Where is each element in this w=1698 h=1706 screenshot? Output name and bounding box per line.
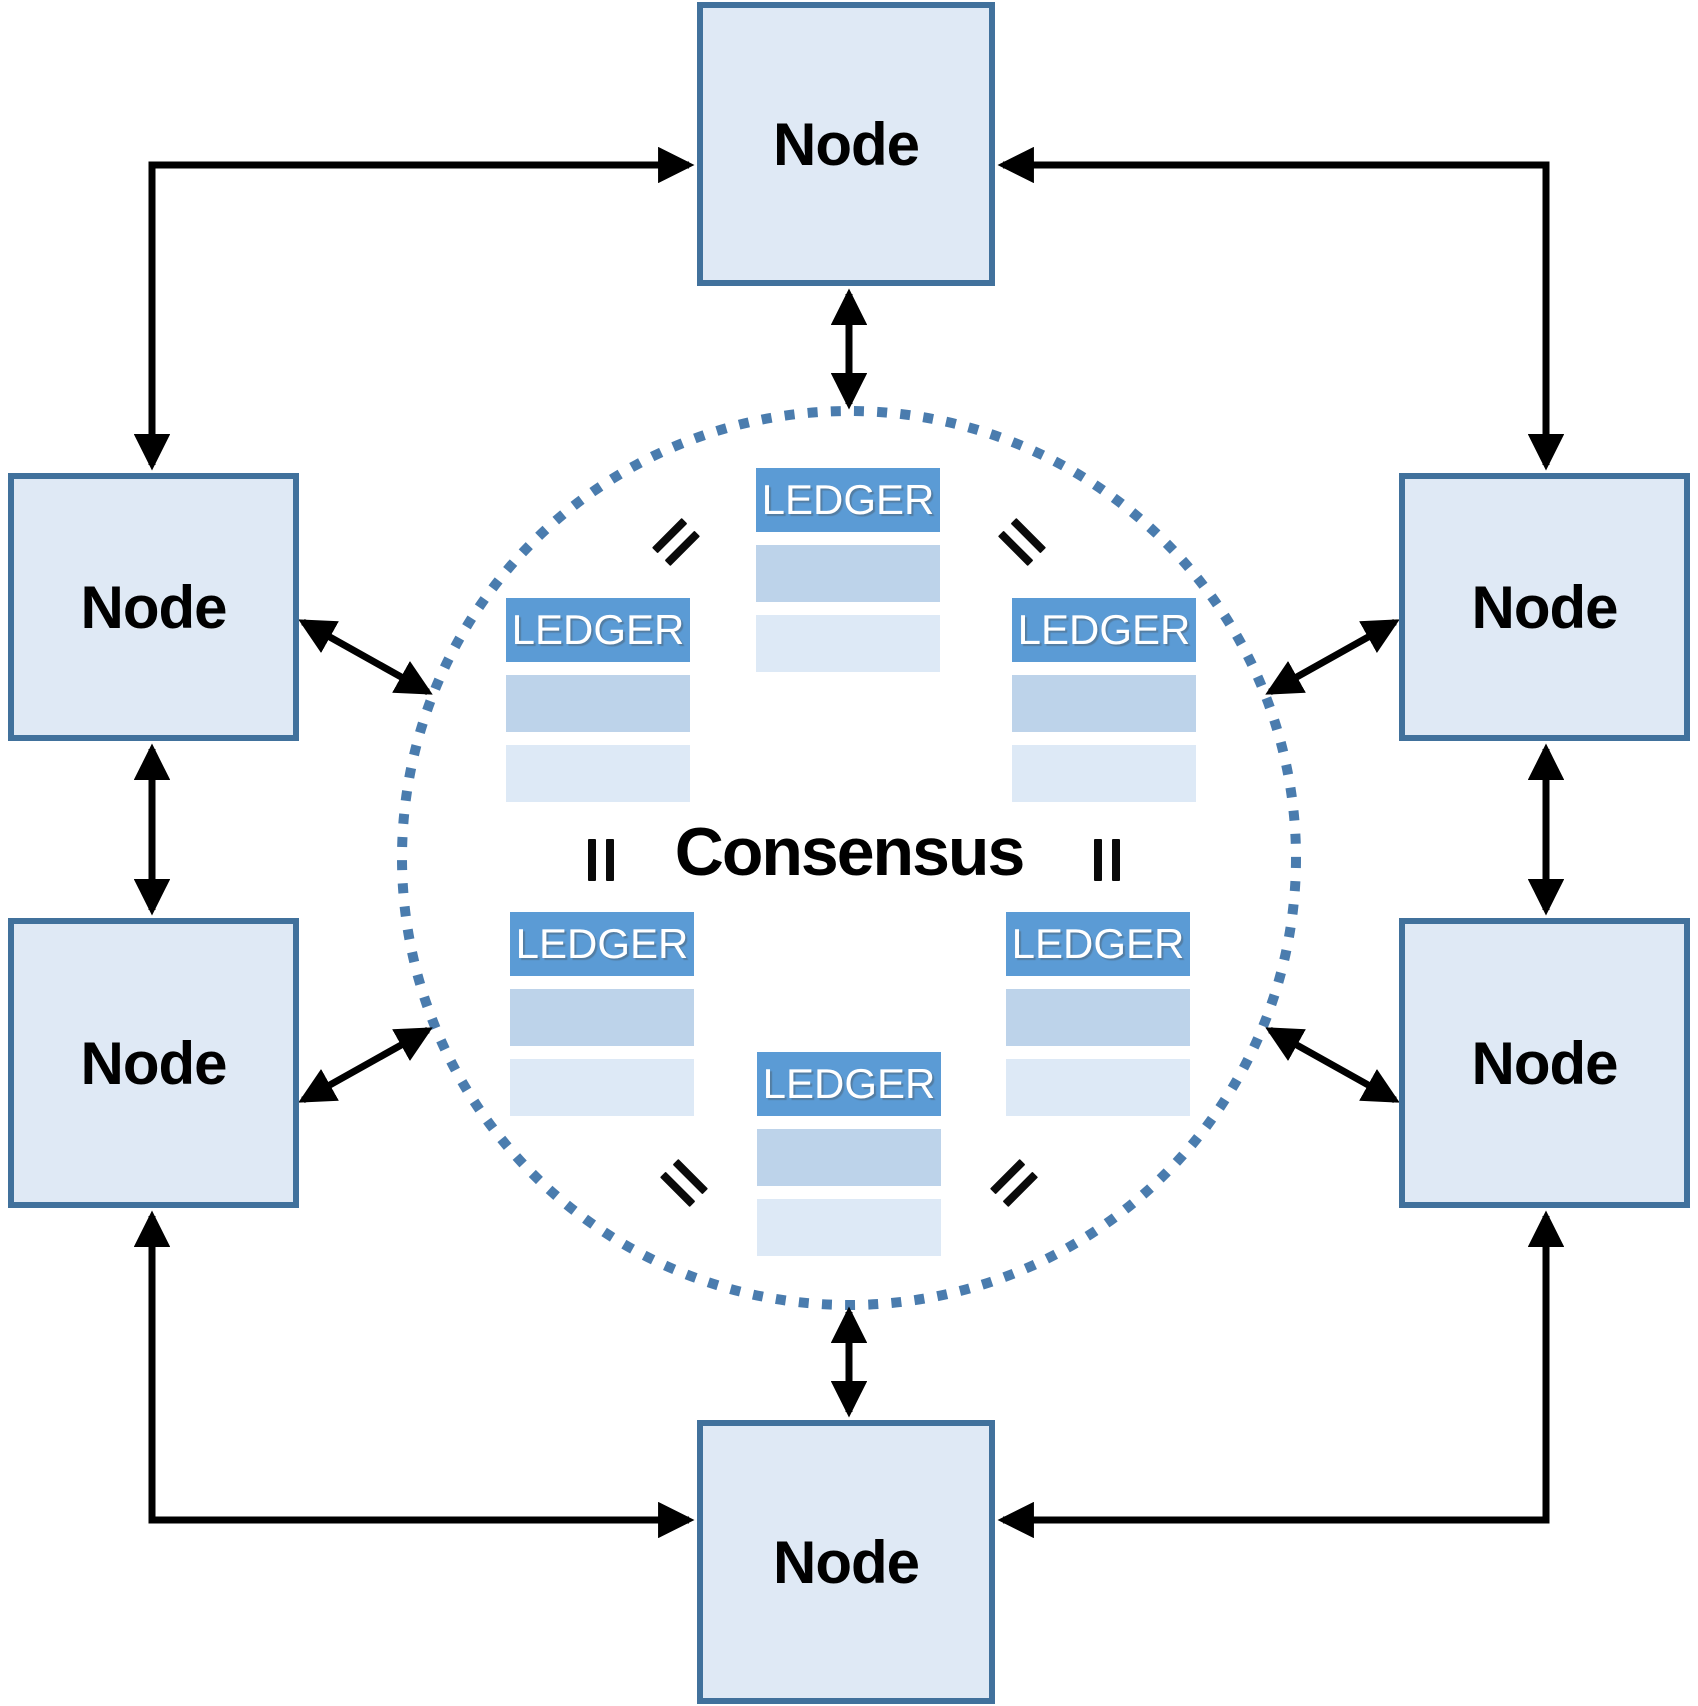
consensus-ring-dotted-circle xyxy=(397,406,1301,1310)
node-box-lower-right: Node xyxy=(1399,918,1690,1208)
ledger-row xyxy=(506,745,690,802)
ledger-header: LEDGER xyxy=(756,468,940,532)
arrow-elbow-top-right xyxy=(997,146,1565,471)
ledger-row xyxy=(1006,989,1190,1046)
ledger-row xyxy=(1006,1059,1190,1116)
arrow-elbow-top-left xyxy=(133,146,695,471)
ledger-row xyxy=(506,675,690,732)
node-box-upper-right: Node xyxy=(1399,473,1690,741)
ledger-row xyxy=(1012,675,1196,732)
ledger-header: LEDGER xyxy=(510,912,694,976)
node-box-lower-left: Node xyxy=(8,918,299,1208)
ledger-lower-right: LEDGER xyxy=(1006,912,1190,1116)
arrow-lower-left-node-to-ring xyxy=(298,1026,433,1104)
ledger-row xyxy=(757,1129,941,1186)
ledger-bottom-center: LEDGER xyxy=(757,1052,941,1256)
ledger-header: LEDGER xyxy=(1012,598,1196,662)
ledger-row xyxy=(757,1199,941,1256)
node-label: Node xyxy=(1471,573,1619,641)
ledger-top-center: LEDGER xyxy=(756,468,940,672)
arrow-elbow-bottom-right xyxy=(997,1210,1565,1539)
ledger-row xyxy=(1012,745,1196,802)
arrow-upper-left-node-to-ring xyxy=(298,618,433,696)
node-label: Node xyxy=(773,110,920,178)
ledger-row xyxy=(756,545,940,602)
ledger-row xyxy=(510,989,694,1046)
arrow-lower-right-node-to-ring xyxy=(1265,1026,1400,1104)
ledger-upper-left: LEDGER xyxy=(506,598,690,802)
node-label: Node xyxy=(773,1528,920,1596)
equals-icon xyxy=(1094,839,1120,881)
ledger-lower-left: LEDGER xyxy=(510,912,694,1116)
ledger-header: LEDGER xyxy=(506,598,690,662)
ledger-row xyxy=(510,1059,694,1116)
node-label: Node xyxy=(80,573,228,641)
equals-icon xyxy=(588,839,614,881)
node-label: Node xyxy=(80,1029,228,1097)
ledger-header: LEDGER xyxy=(757,1052,941,1116)
node-box-top: Node xyxy=(697,2,995,286)
ledger-row xyxy=(756,615,940,672)
ledger-upper-right: LEDGER xyxy=(1012,598,1196,802)
arrow-elbow-bottom-left xyxy=(133,1210,695,1539)
arrow-upper-right-node-to-ring xyxy=(1265,618,1400,696)
node-box-upper-left: Node xyxy=(8,473,299,741)
node-label: Node xyxy=(1471,1029,1619,1097)
consensus-label: Consensus xyxy=(674,814,1026,890)
node-box-bottom: Node xyxy=(697,1420,995,1704)
ledger-header: LEDGER xyxy=(1006,912,1190,976)
